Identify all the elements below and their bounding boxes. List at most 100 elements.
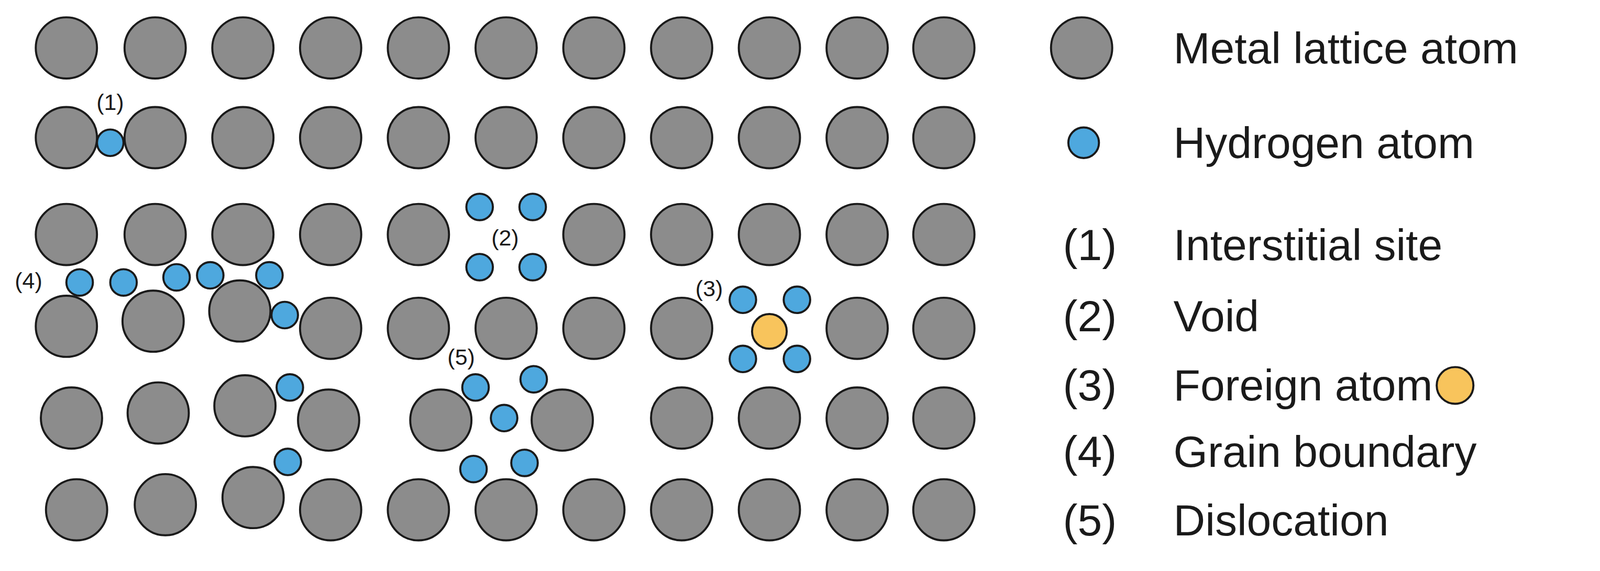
- legend-text: Interstitial site: [1173, 223, 1443, 268]
- metal-atom: [40, 387, 103, 449]
- callout-number: (5): [447, 345, 476, 369]
- legend-swatch: [1068, 127, 1099, 159]
- metal-atom: [212, 17, 274, 79]
- hydrogen-atom: [462, 374, 490, 402]
- metal-atom: [300, 479, 362, 542]
- hydrogen-atom: [276, 374, 304, 402]
- hydrogen-atom: [519, 193, 547, 221]
- legend-text: Dislocation: [1173, 498, 1389, 543]
- legend-number: (2): [1062, 294, 1117, 339]
- metal-atom: [35, 295, 97, 358]
- metal-atom: [913, 479, 975, 542]
- metal-atom: [563, 204, 625, 266]
- hydrogen-atom: [490, 404, 518, 432]
- hydrogen-atom: [511, 449, 538, 477]
- metal-atom: [212, 107, 274, 169]
- hydrogen-atom: [783, 286, 811, 314]
- metal-atom: [298, 389, 360, 451]
- metal-atom: [738, 479, 801, 542]
- metal-atom: [913, 17, 975, 79]
- hydrogen-atom: [163, 264, 191, 292]
- metal-atom: [650, 17, 713, 79]
- legend-swatch: [1436, 367, 1474, 404]
- callout-number: (2): [491, 226, 520, 249]
- hydrogen-atom: [729, 345, 757, 373]
- hydrogen-atom: [256, 262, 283, 290]
- foreign-atom: [752, 314, 787, 349]
- hydrogen-atom: [110, 269, 138, 296]
- metal-atom: [650, 107, 713, 169]
- metal-atom: [738, 17, 801, 79]
- hydrogen-atom: [519, 254, 547, 281]
- hydrogen-atom: [729, 286, 757, 314]
- metal-atom: [300, 298, 362, 360]
- metal-atom: [826, 107, 888, 169]
- metal-atom: [563, 107, 625, 169]
- legend-text: Hydrogen atom: [1173, 120, 1475, 165]
- legend-swatch: [1051, 17, 1113, 79]
- metal-atom: [387, 298, 449, 360]
- hydrogen-atom: [274, 448, 302, 476]
- metal-atom: [913, 298, 975, 360]
- metal-atom: [563, 479, 625, 542]
- metal-atom: [475, 479, 537, 542]
- hydrogen-atom: [460, 456, 488, 483]
- metal-atom: [124, 107, 186, 169]
- metal-atom: [826, 479, 888, 542]
- metal-atom: [300, 17, 362, 79]
- legend-text: Void: [1173, 294, 1260, 339]
- callout-number: (1): [96, 90, 125, 114]
- legend-text: Metal lattice atom: [1173, 26, 1519, 71]
- hydrogen-atom: [466, 193, 493, 221]
- metal-atom: [913, 204, 975, 266]
- metal-atom: [738, 107, 801, 169]
- metal-atom: [913, 387, 975, 449]
- hydrogen-atom: [196, 262, 224, 290]
- metal-atom: [650, 298, 713, 360]
- metal-atom: [475, 17, 537, 79]
- metal-atom: [913, 107, 975, 169]
- callout-number: (3): [695, 277, 724, 301]
- legend-text: Grain boundary: [1173, 429, 1477, 474]
- metal-atom: [738, 387, 801, 449]
- hydrogen-atom: [271, 302, 299, 329]
- metal-atom: [650, 479, 713, 542]
- hydrogen-atom: [466, 254, 493, 281]
- metal-atom: [650, 204, 713, 266]
- legend-text: Foreign atom: [1173, 363, 1433, 408]
- hydrogen-atom: [520, 366, 548, 393]
- metal-atom: [134, 474, 196, 536]
- metal-atom: [300, 107, 362, 169]
- metal-atom: [300, 204, 362, 266]
- metal-atom: [387, 107, 449, 169]
- metal-atom: [738, 204, 801, 266]
- metal-atom: [122, 290, 184, 352]
- metal-atom: [826, 387, 888, 449]
- metal-atom: [475, 298, 537, 360]
- metal-atom: [222, 467, 284, 529]
- metal-atom: [475, 107, 537, 169]
- metal-atom: [387, 17, 449, 79]
- legend-number: (1): [1062, 223, 1117, 268]
- legend-number: (4): [1062, 429, 1117, 474]
- metal-atom: [826, 17, 888, 79]
- metal-atom: [531, 389, 593, 451]
- metal-atom: [212, 204, 274, 266]
- metal-atom: [650, 387, 713, 449]
- metal-atom: [127, 382, 190, 445]
- legend-number: (5): [1062, 498, 1117, 543]
- metal-atom: [214, 375, 276, 437]
- metal-atom: [826, 204, 888, 266]
- metal-atom: [563, 17, 625, 79]
- hydrogen-atom: [96, 129, 124, 157]
- metal-atom: [35, 17, 97, 79]
- metal-atom: [387, 204, 449, 266]
- hydrogen-atom: [783, 345, 811, 373]
- metal-atom: [826, 298, 888, 360]
- legend-number: (3): [1062, 363, 1117, 408]
- metal-atom: [35, 107, 97, 169]
- metal-atom: [124, 204, 186, 266]
- metal-atom: [208, 280, 271, 342]
- metal-atom: [35, 204, 97, 266]
